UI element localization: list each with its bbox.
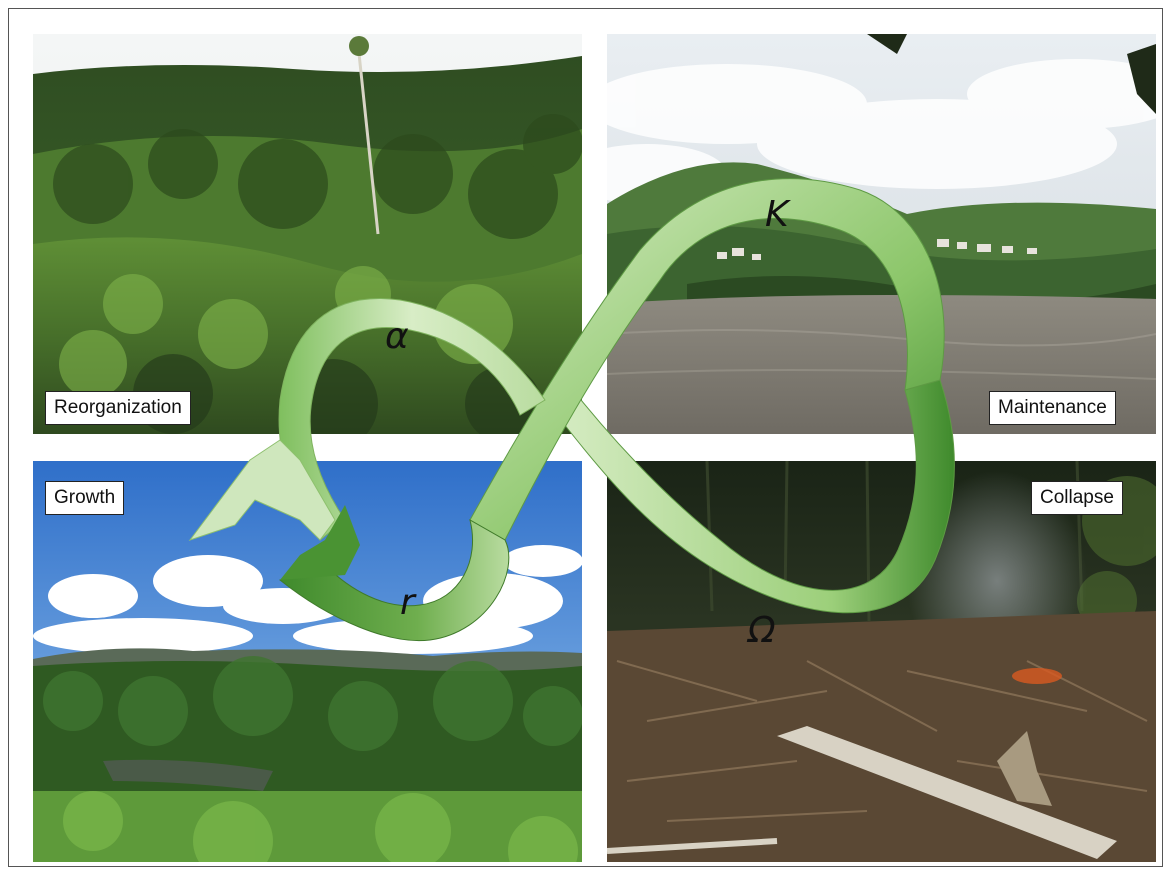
maintenance-photo bbox=[607, 34, 1156, 434]
reorganization-label: Reorganization bbox=[45, 391, 191, 425]
collapse-label: Collapse bbox=[1031, 481, 1123, 515]
reorganization-photo bbox=[33, 34, 582, 434]
growth-label: Growth bbox=[45, 481, 125, 515]
growth-photo bbox=[33, 461, 582, 862]
maintenance-label: Maintenance bbox=[989, 391, 1116, 425]
collapse-photo bbox=[607, 461, 1156, 862]
